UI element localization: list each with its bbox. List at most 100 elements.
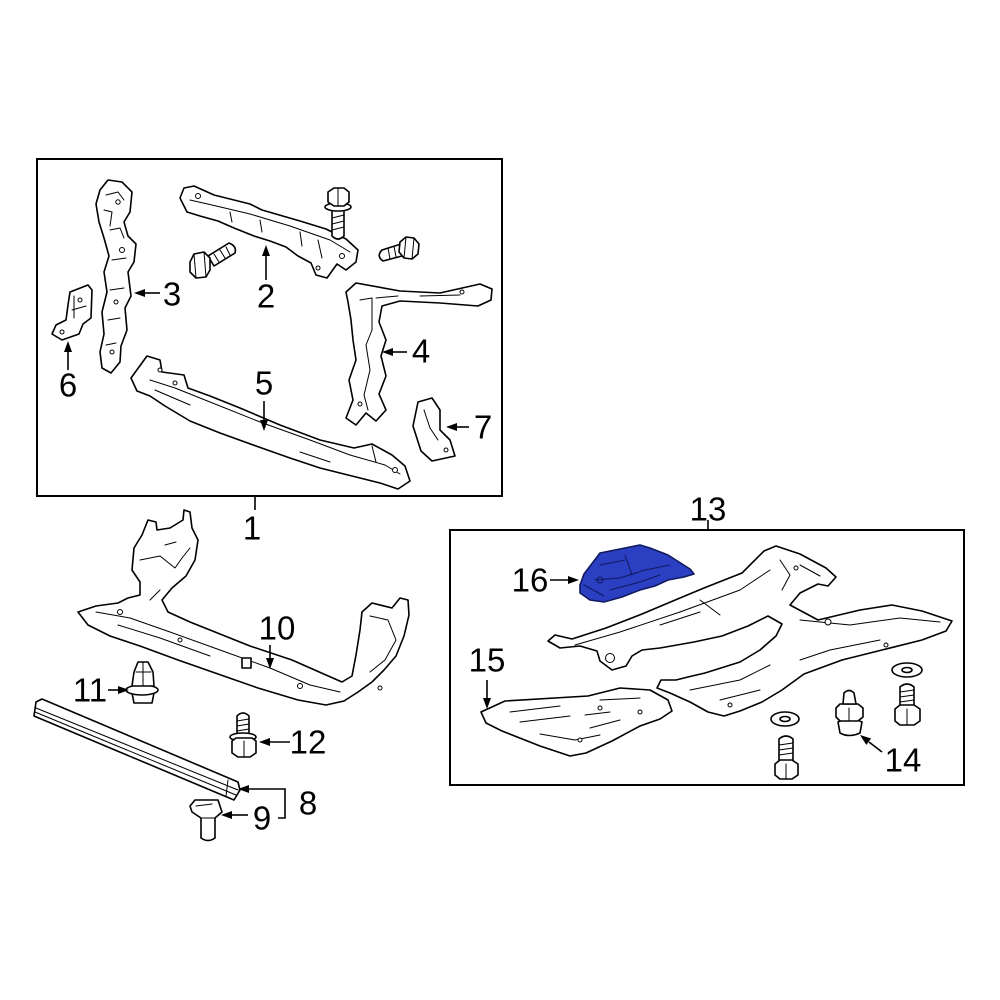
part-5-outline bbox=[130, 355, 411, 490]
arrowhead-4 bbox=[382, 348, 393, 356]
part-5-hole bbox=[172, 380, 178, 386]
part-2-detail bbox=[189, 199, 351, 259]
callout-13: 13 bbox=[690, 491, 727, 528]
part-2-outline bbox=[179, 185, 359, 279]
part-6-outline bbox=[51, 284, 93, 341]
callout-1: 1 bbox=[243, 510, 261, 547]
part-12-bolt bbox=[229, 712, 257, 758]
undertray-hole bbox=[727, 702, 733, 708]
part-2-upper-beam bbox=[179, 185, 359, 279]
arrowhead-2 bbox=[262, 245, 270, 256]
callout-arrows bbox=[64, 245, 883, 819]
callout-3: 3 bbox=[163, 276, 181, 313]
part-7-hole bbox=[443, 447, 449, 453]
group-1-frame bbox=[36, 158, 503, 497]
bolt-thread bbox=[387, 245, 397, 260]
part-5-hole bbox=[157, 367, 163, 373]
callout-10: 10 bbox=[259, 610, 296, 647]
callout-16: 16 bbox=[512, 562, 549, 599]
bolt-thread bbox=[213, 246, 231, 263]
undertray-main bbox=[547, 545, 953, 717]
bolt-shank bbox=[207, 242, 237, 267]
part-6-hole bbox=[77, 297, 83, 303]
part-4-hole bbox=[357, 401, 363, 407]
part-15-hole bbox=[577, 737, 583, 743]
arrowhead-15 bbox=[483, 698, 491, 709]
callout-2: 2 bbox=[257, 278, 275, 315]
part-5-detail bbox=[149, 379, 401, 475]
part-2-hole bbox=[195, 193, 201, 199]
part-16-cover-highlighted bbox=[579, 544, 695, 603]
bolt-thread bbox=[778, 742, 794, 756]
part-15-panel bbox=[480, 687, 673, 757]
part-4-right-support bbox=[345, 282, 493, 426]
part-15-detail bbox=[509, 697, 641, 741]
part-7-outline bbox=[412, 397, 456, 462]
callout-7: 7 bbox=[474, 409, 492, 446]
arrowhead-11 bbox=[118, 686, 129, 694]
bolt-hex-edge bbox=[193, 251, 207, 279]
part-3-detail bbox=[103, 191, 127, 346]
bolt-thread bbox=[899, 689, 915, 703]
callout-11: 11 bbox=[73, 672, 107, 709]
part-15-outline bbox=[480, 687, 673, 757]
part-9-end-piece bbox=[189, 799, 223, 842]
part-16-detail bbox=[583, 554, 671, 597]
part-15-hole bbox=[637, 709, 643, 715]
group-13-frame bbox=[449, 529, 965, 786]
part-2-hole bbox=[339, 253, 345, 259]
callout-8: 8 bbox=[299, 785, 317, 822]
undertray-hole bbox=[883, 642, 889, 648]
callout-labels: 1 2 3 4 5 6 7 8 9 10 11 12 13 14 15 16 bbox=[59, 276, 922, 837]
part-6-hole bbox=[59, 329, 65, 335]
part-3-hole bbox=[115, 199, 121, 205]
undertray-detail bbox=[574, 559, 941, 701]
part-3-hole bbox=[113, 299, 119, 305]
part-2-hole bbox=[315, 265, 321, 271]
bolt-angled bbox=[189, 242, 237, 279]
part-3-hole bbox=[109, 349, 115, 355]
callout-5: 5 bbox=[255, 365, 273, 402]
bolt-thread bbox=[236, 718, 250, 732]
part-15-hole bbox=[597, 705, 603, 711]
part-10-hole bbox=[177, 637, 183, 643]
arrowhead-8 bbox=[238, 785, 249, 793]
undertray-hole bbox=[793, 565, 799, 571]
part-10-block bbox=[241, 657, 252, 669]
washer-hole bbox=[901, 666, 913, 674]
part-4-detail bbox=[359, 294, 461, 411]
part-14-clip-nut bbox=[835, 689, 864, 737]
part-5-lower-beam bbox=[130, 355, 411, 490]
arrowhead-14 bbox=[860, 735, 872, 745]
arrow-14 bbox=[868, 741, 883, 753]
part-10-detail bbox=[95, 541, 397, 693]
callout-9: 9 bbox=[253, 800, 271, 837]
callout-12: 12 bbox=[290, 724, 327, 761]
callout-4: 4 bbox=[412, 333, 430, 370]
part-3-left-support bbox=[95, 179, 137, 374]
part-9-detail bbox=[195, 803, 216, 819]
undertray-hole bbox=[605, 653, 615, 663]
part-9-outline bbox=[189, 799, 223, 842]
part-4-outline bbox=[345, 282, 493, 426]
part-5-hole bbox=[392, 467, 398, 473]
clip-detail bbox=[135, 661, 152, 687]
washer-bolt-center bbox=[770, 711, 800, 780]
part-6-detail bbox=[71, 295, 87, 319]
undertray-hole bbox=[824, 618, 832, 626]
part-7-bracket bbox=[412, 397, 456, 462]
arrowhead-9 bbox=[221, 811, 232, 819]
part-7-detail bbox=[423, 409, 439, 441]
part-16-hole bbox=[596, 576, 604, 584]
washer-bolt-right bbox=[891, 662, 923, 726]
arrowhead-6 bbox=[64, 341, 72, 352]
part-10-outline bbox=[77, 509, 410, 706]
bolt-right bbox=[378, 236, 420, 262]
bolt-vertical bbox=[324, 187, 352, 240]
bolt-hex-edge bbox=[403, 236, 415, 260]
callout-6: 6 bbox=[59, 367, 77, 404]
part-6-bracket bbox=[51, 284, 93, 341]
part-4-hole bbox=[459, 289, 465, 295]
bolt-hex-head bbox=[189, 251, 211, 279]
